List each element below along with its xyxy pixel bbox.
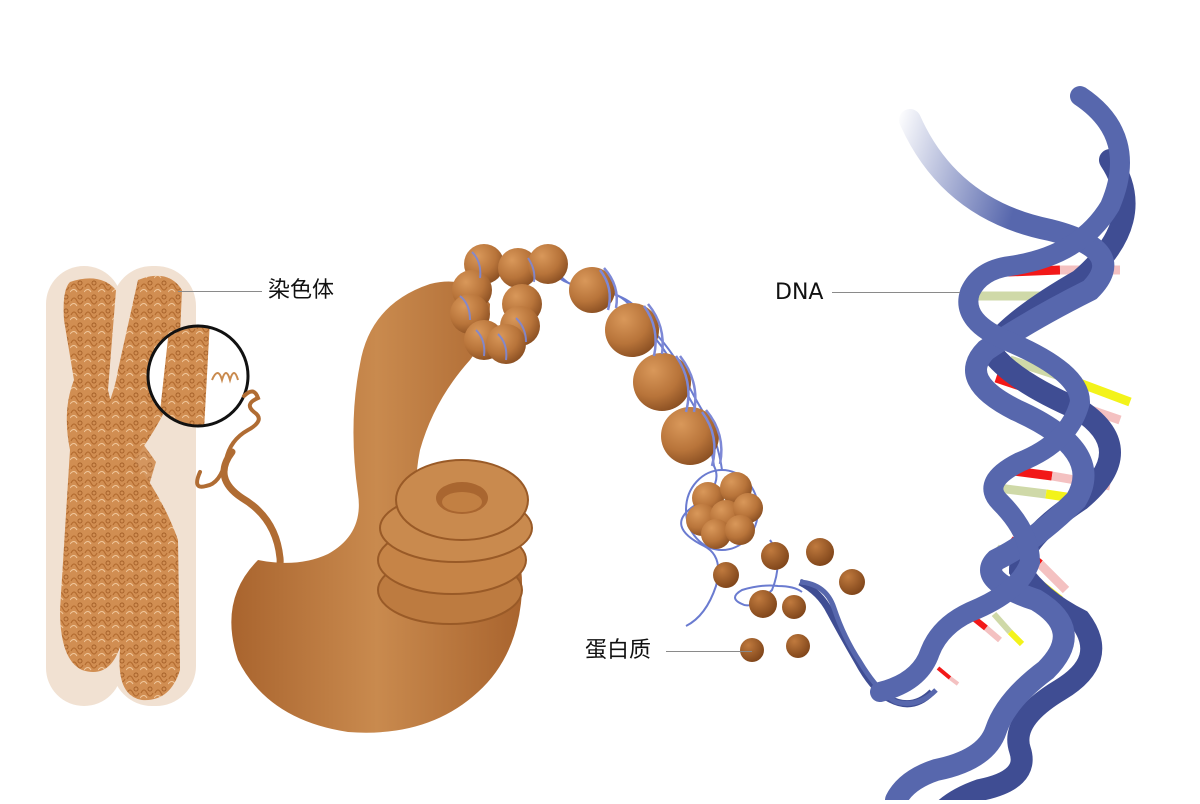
magnified-chromatid-circle bbox=[146, 324, 250, 428]
dna-label: DNA bbox=[775, 280, 824, 305]
chromosome-leader-line bbox=[178, 291, 262, 292]
histone-proteins bbox=[713, 538, 865, 662]
nucleosome-beads-on-string bbox=[450, 244, 763, 627]
coiled-chromatin-fiber bbox=[195, 281, 533, 733]
dna-double-helix bbox=[798, 86, 1136, 804]
protein-label: 蛋白质 bbox=[585, 638, 652, 663]
chromosome-label: 染色体 bbox=[268, 278, 335, 303]
dna-leader-line bbox=[832, 292, 960, 293]
protein-leader-line bbox=[666, 651, 752, 652]
